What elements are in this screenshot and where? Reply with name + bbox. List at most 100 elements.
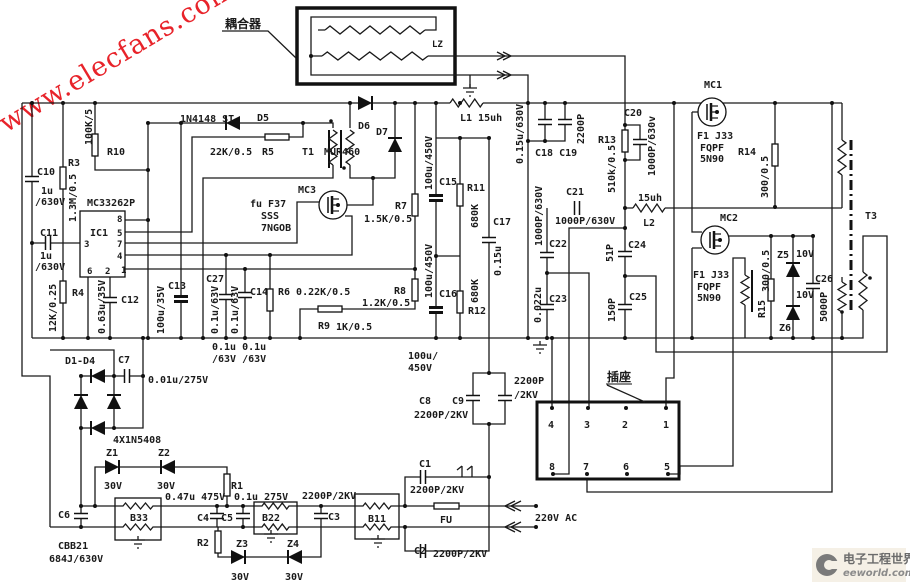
- junction-dot: [830, 101, 834, 105]
- label-r4: R4: [72, 288, 84, 299]
- label-r8: R8: [394, 286, 406, 297]
- label-ic-part: MC33262P: [87, 198, 135, 209]
- capacitor-c22: [539, 251, 555, 259]
- resistor-r7: [411, 193, 419, 217]
- cap-gap: [24, 177, 40, 181]
- label-r15: R15: [757, 300, 768, 318]
- label-c1-val: 2200P/2KV: [410, 485, 464, 496]
- label-r5-val: 22K/0.5: [210, 147, 252, 158]
- diode-z5: [786, 262, 800, 277]
- junction-dot: [309, 54, 313, 58]
- resistor-r5: [264, 133, 290, 141]
- junction-dot: [623, 274, 627, 278]
- label-c7: C7: [118, 355, 130, 366]
- junction-dot: [434, 336, 438, 340]
- label-c9-val1: 2200P: [514, 376, 544, 387]
- coupler-box: [295, 6, 457, 86]
- label-c24: C24: [628, 240, 646, 251]
- junction-dot: [413, 267, 417, 271]
- label-z3: Z3: [236, 539, 248, 550]
- label-socket: 插座: [607, 369, 631, 384]
- resistor-r14: [771, 143, 779, 167]
- capacitor-c17: [481, 236, 497, 244]
- label-r12: R12: [468, 306, 486, 317]
- inductor-t3-secondary: [857, 271, 869, 311]
- label-r13-val: 510k/0.5: [607, 145, 618, 193]
- junction-dot: [146, 121, 150, 125]
- polarity-dot: [329, 119, 333, 123]
- junction-dot: [371, 176, 375, 180]
- label-c19-val: 2200P: [576, 114, 587, 144]
- junction-dot: [690, 336, 694, 340]
- label-note-01u: 0.1u 0.1u: [212, 342, 266, 353]
- capacitor-c21: [573, 200, 581, 216]
- capacitor-c23: [539, 303, 555, 311]
- inductor-t1-primary: [327, 129, 339, 166]
- label-c10-val2: /630V: [35, 197, 65, 208]
- diode-d6: [358, 96, 373, 110]
- inductor-coupler-winding: [321, 51, 429, 61]
- label-r10: R10: [107, 147, 125, 158]
- junction-dot: [623, 158, 627, 162]
- socket-leader: [606, 384, 646, 403]
- label-note-100u: 100u/: [408, 351, 438, 362]
- junction-dot: [141, 374, 145, 378]
- inductor-l1: [449, 97, 484, 109]
- label-ic: IC1: [90, 228, 108, 239]
- fuse: [433, 502, 460, 510]
- logo-title: 电子工程世界: [843, 551, 910, 566]
- label-c14: C14: [250, 287, 268, 298]
- junction-dot: [769, 336, 773, 340]
- label-d7: D7: [376, 127, 388, 138]
- junction-dot: [672, 101, 676, 105]
- junction-dot: [224, 253, 228, 257]
- label-z5: Z5: [777, 250, 789, 261]
- junction-dot: [298, 336, 302, 340]
- capacitor-c9: [497, 394, 513, 402]
- label-note-63v: /63V /63V: [212, 354, 266, 365]
- label-l1: L1 15uh: [460, 113, 502, 124]
- junction-dot: [791, 234, 795, 238]
- ic-pin-label: 8: [117, 215, 122, 225]
- capacitor-c7: [123, 368, 131, 384]
- junction-dot: [403, 504, 407, 508]
- coupler-output-arrow: [496, 51, 513, 61]
- label-r6: R6 0.22K/0.5: [278, 287, 350, 298]
- junction-dot: [319, 504, 323, 508]
- junction-dot: [623, 206, 627, 210]
- label-b22: B22: [262, 513, 280, 524]
- cap-gap: [218, 295, 234, 299]
- socket-pin-label: 6: [623, 462, 629, 473]
- junction-dot: [563, 101, 567, 105]
- label-c12-val: 0.63u/35V: [97, 280, 108, 334]
- label-c15-val: 100u/450V: [424, 136, 435, 190]
- label-c3-val: 2200P/2KV: [302, 491, 356, 502]
- label-c17: C17: [493, 217, 511, 228]
- cap-gap: [173, 297, 189, 301]
- junction-dot: [543, 139, 547, 143]
- label-c10-val1: 1u: [41, 186, 53, 197]
- label-d5-part: 1N4148 ST: [180, 114, 234, 125]
- junction-dot: [666, 472, 670, 476]
- cap-gap: [237, 293, 253, 297]
- label-l2: L2: [643, 218, 655, 229]
- mosfet-dot: [718, 238, 722, 242]
- label-c20-val: 1000P/630v: [647, 116, 658, 176]
- label-z1-val: 30V: [104, 481, 122, 492]
- capacitor-c15: [428, 194, 444, 202]
- capacitor-c27: [218, 293, 234, 301]
- label-c6: C6: [58, 510, 70, 521]
- label-c6-part: CBB21: [58, 541, 88, 552]
- mosfet-mc2: [700, 225, 730, 255]
- label-d1d4: D1-D4: [65, 356, 95, 367]
- junction-dot: [773, 205, 777, 209]
- junction-dot: [93, 504, 97, 508]
- cap-gap: [497, 396, 513, 400]
- label-b11: B11: [368, 514, 386, 525]
- label-mc3: MC3: [298, 185, 316, 196]
- junction-dot: [773, 101, 777, 105]
- label-r10-val: 100K/5: [84, 109, 95, 145]
- diode-triangle: [786, 263, 800, 277]
- label-r2: R2: [197, 538, 209, 549]
- resistor-r9: [317, 305, 343, 313]
